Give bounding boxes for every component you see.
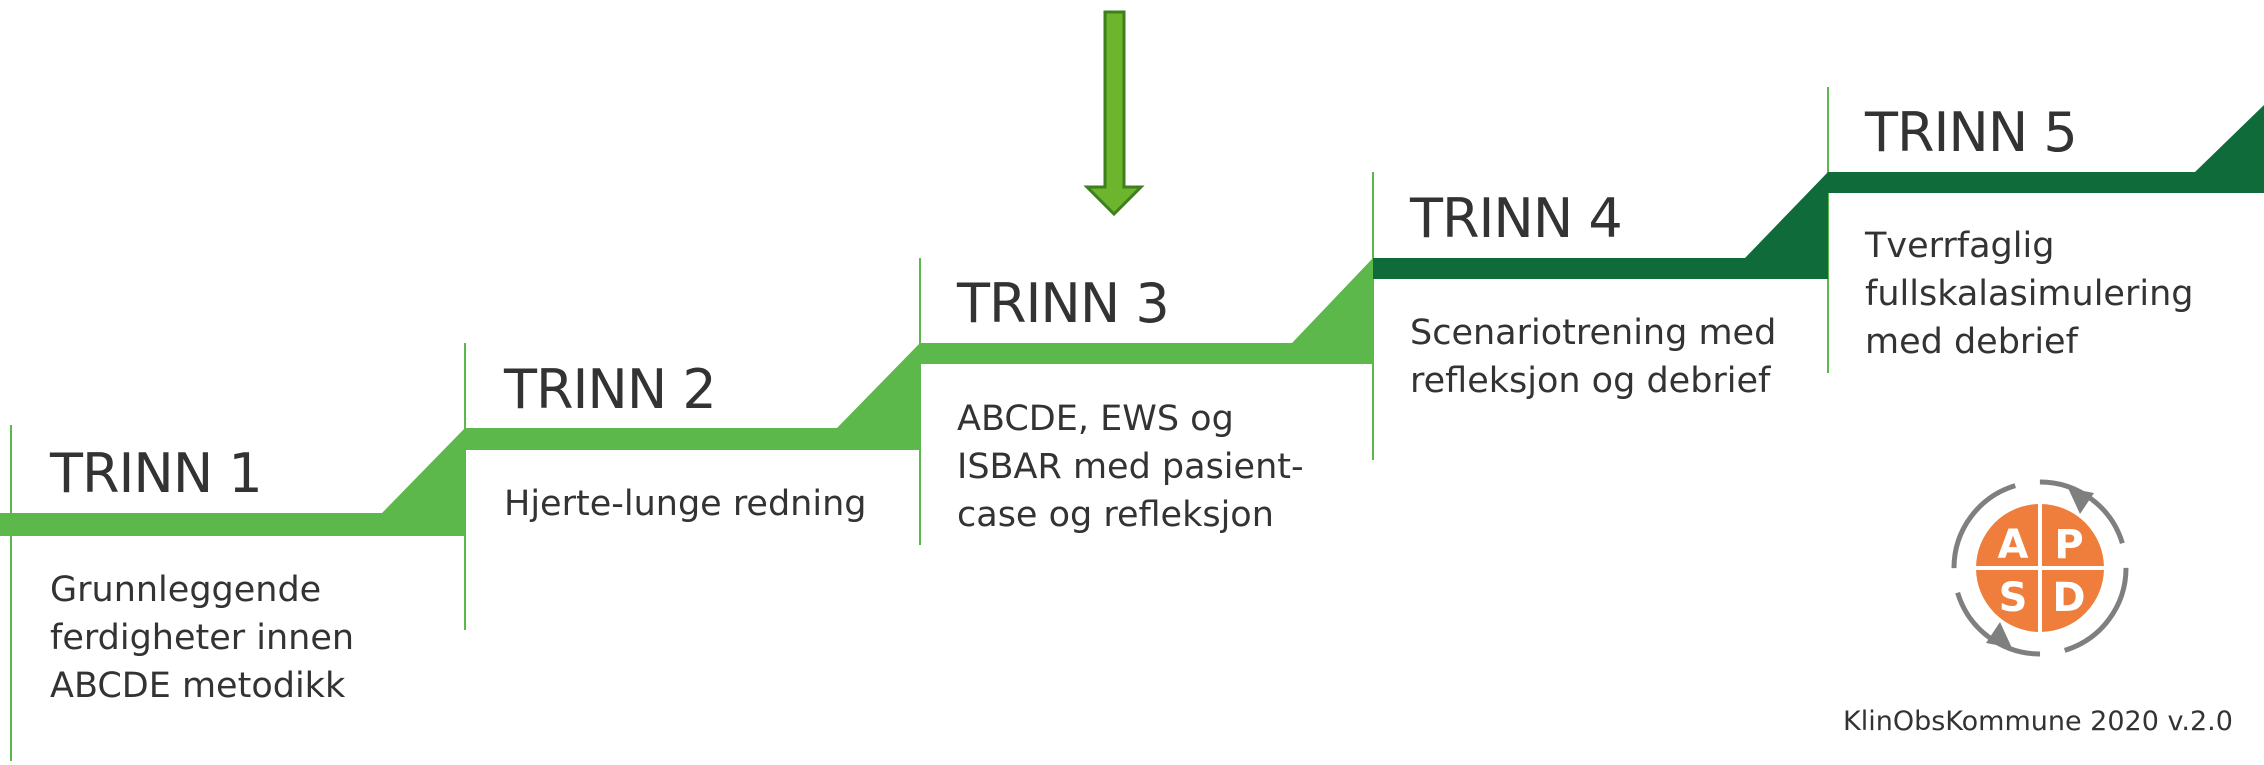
step-1-description-line: ABCDE metodikk [50,666,346,706]
riser-2-3 [837,343,920,428]
step-3-description: ABCDE, EWS og ISBAR med pasient- case og… [957,395,1304,539]
step-2-description: Hjerte-lunge redning [504,480,867,528]
step-1-title: TRINN 1 [50,442,263,505]
step-5-description-line: fullskalasimulering [1865,274,2194,314]
step-3-tread [920,343,1373,364]
step-1-description-line: ferdigheter innen [50,618,355,658]
step-4-tread [1373,258,1828,279]
riser-3-4 [1292,258,1373,343]
riser-5-next [2195,105,2264,172]
step-3-description-line: ABCDE, EWS og [957,399,1234,439]
footer-credit: KlinObsKommune 2020 v.2.0 [1843,706,2233,737]
step-4-title: TRINN 4 [1410,187,1623,250]
step-1-description-line: Grunnleggende [50,570,322,610]
step-5-description-line: Tverrfaglig [1865,226,2055,266]
step-2-description-line: Hjerte-lunge redning [504,484,867,524]
logo-letter-p: P [2054,522,2083,568]
logo-cycle-arrowhead-icon [2068,488,2094,514]
step-3-description-line: ISBAR med pasient- [957,447,1304,487]
step-5-tread [1828,172,2264,193]
step-5-title: TRINN 5 [1865,101,2078,164]
riser-4-5 [1745,172,1828,258]
logo-outer-ring-icon [1951,479,2129,657]
step-2-title: TRINN 2 [504,358,717,421]
step-4-description-line: refleksjon og debrief [1410,361,1771,401]
down-arrow-icon [1083,10,1145,217]
step-5-description-line: med debrief [1865,322,2078,362]
logo-letter-a: A [1998,522,2029,568]
logo-letter-s: S [1999,575,2028,621]
step-1-tread [0,513,465,536]
logo-letter-d: D [2052,575,2085,621]
step-4-description-line: Scenariotrening med [1410,313,1777,353]
step-3-description-line: case og refleksjon [957,495,1274,535]
logo-cycle-arrowhead-icon [1986,622,2012,648]
apsd-logo: A P S D [1951,479,2129,657]
step-5-description: Tverrfaglig fullskalasimulering med debr… [1865,222,2193,366]
step-1-description: Grunnleggende ferdigheter innen ABCDE me… [50,566,354,710]
riser-1-2 [382,428,465,513]
step-2-tread [465,428,920,450]
step-3-title: TRINN 3 [957,272,1170,335]
step-4-description: Scenariotrening med refleksjon og debrie… [1410,309,1776,405]
